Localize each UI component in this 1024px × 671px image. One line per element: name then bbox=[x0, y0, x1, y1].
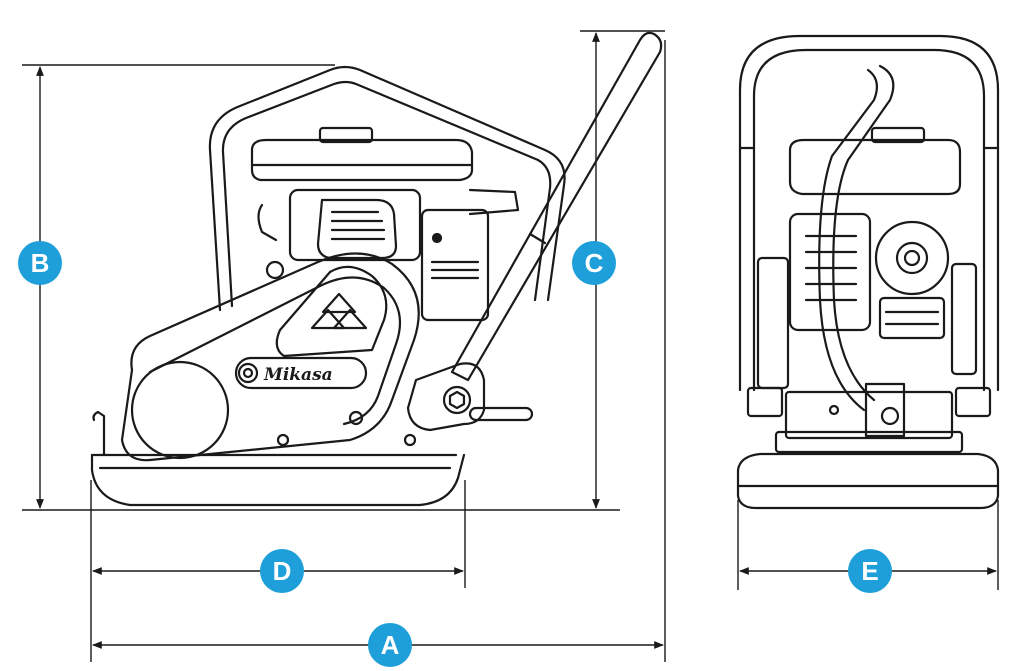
dimension-label-b: B bbox=[31, 248, 50, 278]
dimension-label-c: C bbox=[585, 248, 604, 278]
engine-fuel-tank bbox=[250, 126, 474, 182]
guide-handle bbox=[406, 31, 663, 432]
dimension-badge-a: A bbox=[368, 623, 412, 667]
base-plate bbox=[90, 410, 466, 507]
engine-body bbox=[257, 188, 520, 322]
dimension-badge-e: E bbox=[848, 549, 892, 593]
front-frame bbox=[738, 34, 1000, 392]
front-base bbox=[736, 382, 1000, 510]
side-view bbox=[90, 31, 663, 507]
side-frame bbox=[208, 65, 566, 312]
dimension-label-d: D bbox=[273, 556, 292, 586]
belt-cover bbox=[120, 252, 420, 462]
front-handle bbox=[818, 64, 895, 412]
triangle-emblem-icon bbox=[310, 292, 368, 330]
dimension-badge-c: C bbox=[572, 241, 616, 285]
dimension-badge-b: B bbox=[18, 241, 62, 285]
front-engine bbox=[756, 126, 978, 390]
dimension-badge-d: D bbox=[260, 549, 304, 593]
front-view bbox=[736, 34, 1000, 510]
brand-logo: Mikasa bbox=[263, 365, 333, 385]
dimension-label-e: E bbox=[861, 556, 878, 586]
dimension-label-a: A bbox=[381, 630, 400, 660]
